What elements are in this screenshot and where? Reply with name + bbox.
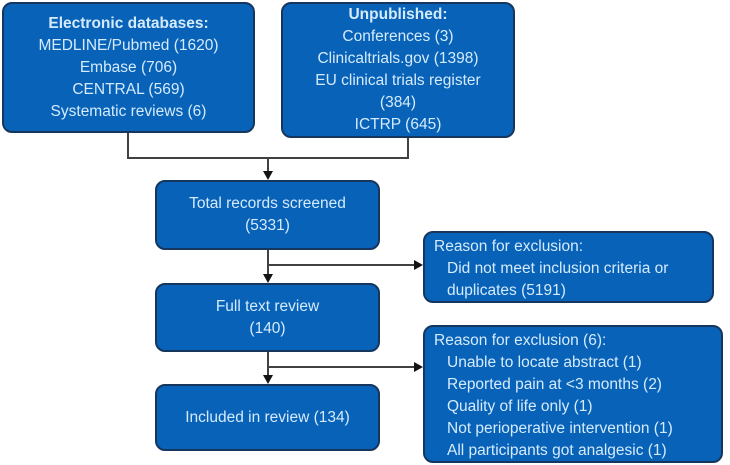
box-electronic-databases: Electronic databases: MEDLINE/Pubmed (16…	[2, 2, 255, 133]
fulltext-label: Full text review	[215, 297, 320, 315]
connector-fulltext-to-included	[267, 352, 269, 376]
box-unpublished: Unpublished: Conferences (3) Clinicaltri…	[281, 2, 515, 138]
source-eu-register-count: (384)	[379, 94, 417, 111]
source-conferences: Conferences (3)	[342, 28, 454, 45]
box-total-records-screened: Total records screened (5331)	[155, 180, 380, 250]
screened-count: (5331)	[245, 217, 290, 234]
connector-from-electronic	[127, 133, 129, 158]
exclusion1-item: Did not meet inclusion criteria or dupli…	[447, 260, 669, 299]
screened-label: Total records screened	[189, 195, 346, 212]
arrowhead-to-included-icon	[263, 375, 273, 384]
exclusion2-item-perioperative: Not perioperative intervention (1)	[447, 420, 673, 437]
arrowhead-to-exclusion2-icon	[414, 362, 423, 372]
box-included-in-review: Included in review (134)	[155, 384, 380, 451]
source-eu-register: EU clinical trials register	[315, 72, 481, 89]
fulltext-count: (140)	[249, 319, 286, 337]
arrowhead-to-exclusion1-icon	[414, 260, 423, 270]
source-embase: Embase (706)	[79, 58, 178, 76]
connector-from-unpublished	[407, 138, 409, 158]
box-exclusion-fulltext: Reason for exclusion (6): Unable to loca…	[423, 325, 723, 463]
exclusion2-item-analgesic: All participants got analgesic (1)	[447, 442, 667, 459]
source-systematic-reviews: Systematic reviews (6)	[50, 102, 207, 120]
exclusion2-item-pain: Reported pain at <3 months (2)	[447, 376, 662, 393]
source-medline: MEDLINE/Pubmed (1620)	[38, 36, 219, 54]
connector-screened-to-fulltext	[267, 250, 269, 275]
connector-to-screened	[267, 157, 269, 172]
unpublished-heading: Unpublished:	[348, 6, 448, 23]
exclusion1-heading: Reason for exclusion:	[434, 238, 584, 255]
source-clinicaltrials: Clinicaltrials.gov (1398)	[317, 50, 479, 67]
box-full-text-review: Full text review (140)	[155, 283, 380, 352]
arrowhead-to-fulltext-icon	[263, 274, 273, 283]
box-exclusion-screening: Reason for exclusion: Did not meet inclu…	[423, 231, 714, 303]
exclusion2-heading: Reason for exclusion (6):	[434, 332, 607, 349]
arrowhead-to-screened-icon	[263, 171, 273, 180]
electronic-databases-heading: Electronic databases:	[48, 14, 209, 32]
exclusion2-item-abstract: Unable to locate abstract (1)	[447, 354, 642, 371]
included-label: Included in review (134)	[185, 408, 350, 426]
connector-branch-exclusion2	[267, 366, 415, 368]
exclusion2-item-qol: Quality of life only (1)	[447, 398, 593, 415]
connector-branch-exclusion1	[267, 264, 415, 266]
source-central: CENTRAL (569)	[72, 80, 185, 98]
source-ictrp: ICTRP (645)	[354, 116, 442, 133]
